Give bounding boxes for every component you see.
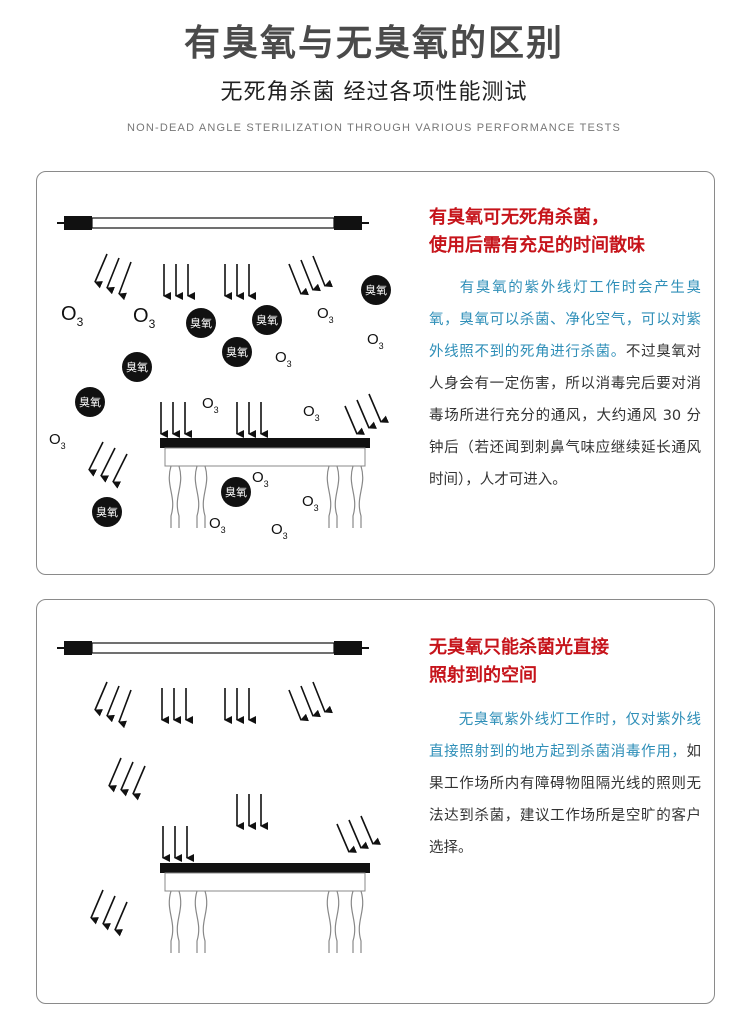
o3-label: O3: [271, 521, 288, 541]
ozone-molecule-label: 臭氧: [126, 360, 148, 374]
ozone-heading: 有臭氧可无死角杀菌， 使用后需有充足的时间散味: [429, 204, 645, 260]
ozone-molecule-label: 臭氧: [256, 313, 278, 327]
no-ozone-panel: 无臭氧只能杀菌光直接 照射到的空间 无臭氧紫外线灯工作时，仅对紫外线直接照射到的…: [36, 599, 715, 1004]
o3-label: O3: [317, 305, 334, 325]
ozone-molecules: 臭氧臭氧臭氧臭氧臭氧臭氧臭氧臭氧: [75, 275, 391, 527]
ozone-molecule-label: 臭氧: [365, 283, 387, 297]
uv-lamp-tube: [57, 216, 369, 230]
ozone-molecule-label: 臭氧: [79, 395, 101, 409]
ozone-molecule-label: 臭氧: [96, 505, 118, 519]
o3-label: O3: [49, 431, 66, 451]
o3-label: O3: [252, 469, 269, 489]
table-illustration: [160, 863, 370, 953]
o3-label: O3: [275, 349, 292, 369]
ozone-heading-line1: 有臭氧可无死角杀菌，: [429, 207, 609, 228]
ozone-molecule: 臭氧: [186, 308, 216, 338]
ozone-description: 有臭氧的紫外线灯工作时会产生臭氧，臭氧可以杀菌、净化空气，可以对紫外线照不到的死…: [429, 272, 701, 496]
no-ozone-illustration: [57, 641, 382, 953]
o3-label: O3: [303, 403, 320, 423]
ozone-molecule: 臭氧: [122, 352, 152, 382]
no-ozone-description-highlight: 无臭氧紫外线灯工作时，仅对紫外线直接照射到的地方起到杀菌消毒作用，: [429, 712, 701, 760]
ozone-molecule: 臭氧: [75, 387, 105, 417]
no-ozone-heading-line2: 照射到的空间: [429, 665, 537, 686]
no-ozone-heading: 无臭氧只能杀菌光直接 照射到的空间: [429, 634, 609, 690]
o3-label: O3: [61, 303, 84, 329]
ozone-molecule: 臭氧: [92, 497, 122, 527]
o3-label: O3: [367, 331, 384, 351]
uv-rays: [88, 253, 390, 489]
ozone-description-highlight: 有臭氧的紫外线灯工作时会产生臭氧，臭氧可以杀菌、净化空气，可以对紫外线照不到的死…: [429, 280, 701, 360]
ozone-heading-line2: 使用后需有充足的时间散味: [429, 235, 645, 256]
ozone-molecule-label: 臭氧: [190, 316, 212, 330]
table-illustration: [160, 438, 370, 528]
page-title: 有臭氧与无臭氧的区别: [183, 23, 564, 64]
no-ozone-description-rest: 如果工作场所内有障碍物阻隔光线的照则无法达到杀菌，建议工作场所是空旷的客户选择。: [429, 744, 701, 856]
o3-label: O3: [302, 493, 319, 513]
o3-label: O3: [133, 305, 156, 331]
page-subtitle-english: NON-DEAD ANGLE STERILIZATION THROUGH VAR…: [126, 122, 622, 134]
ozone-molecule-label: 臭氧: [225, 485, 247, 499]
ozone-description-rest: 不过臭氧对人身会有一定伤害，所以消毒完后要对消毒场所进行充分的通风，大约通风 3…: [429, 344, 702, 488]
ozone-molecule-label: 臭氧: [226, 345, 248, 359]
ozone-molecule: 臭氧: [221, 477, 251, 507]
ozone-molecule: 臭氧: [252, 305, 282, 335]
uv-rays: [90, 681, 382, 937]
ozone-molecule: 臭氧: [361, 275, 391, 305]
no-ozone-description: 无臭氧紫外线灯工作时，仅对紫外线直接照射到的地方起到杀菌消毒作用，如果工作场所内…: [429, 704, 701, 864]
o3-label: O3: [209, 515, 226, 535]
uv-lamp-tube: [57, 641, 369, 655]
o3-label: O3: [202, 395, 219, 415]
page-subtitle: 无死角杀菌 经过各项性能测试: [220, 80, 528, 105]
ozone-molecule: 臭氧: [222, 337, 252, 367]
no-ozone-heading-line1: 无臭氧只能杀菌光直接: [429, 637, 609, 658]
